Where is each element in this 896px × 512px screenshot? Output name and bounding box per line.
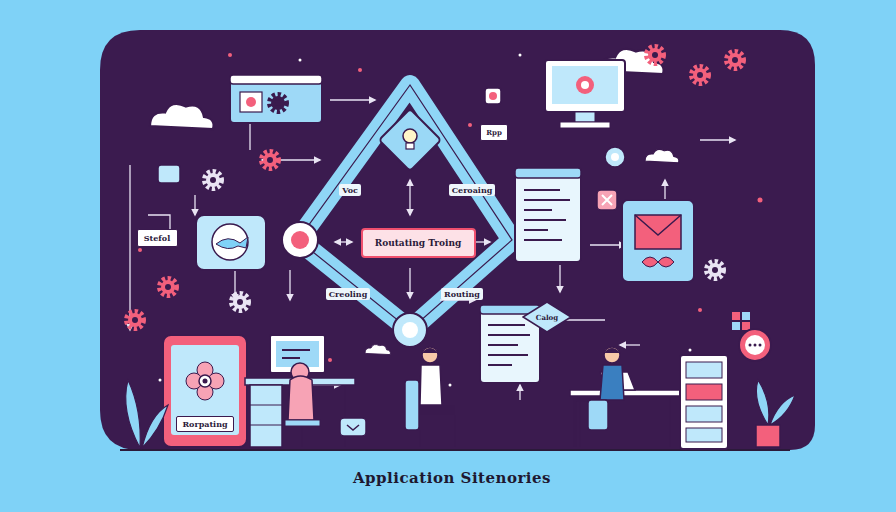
decision-diamond: Calog <box>522 301 572 333</box>
screen-label: Rorpating <box>176 416 234 432</box>
node-text: Stefol <box>144 233 170 243</box>
node-text: Rpp <box>486 128 502 137</box>
label-box: Rpp <box>480 124 508 141</box>
dark-panel <box>100 30 815 450</box>
caption: Application Sitenories <box>353 469 551 487</box>
flow-diamond <box>298 85 512 330</box>
node-text: Rorpating <box>182 419 227 429</box>
cloud-icon <box>365 345 390 355</box>
label-box: Stefol <box>137 229 178 247</box>
process-box: Routating Troing <box>361 228 476 258</box>
line-label: Routing <box>441 288 483 300</box>
line-label: Creoling <box>326 288 371 300</box>
line-label: Voc <box>339 184 361 196</box>
line-label: Ceroaing <box>449 184 496 196</box>
node-text: Routating Troing <box>375 238 462 248</box>
diamond-shape <box>523 302 571 332</box>
node-text: Calog <box>536 313 558 322</box>
